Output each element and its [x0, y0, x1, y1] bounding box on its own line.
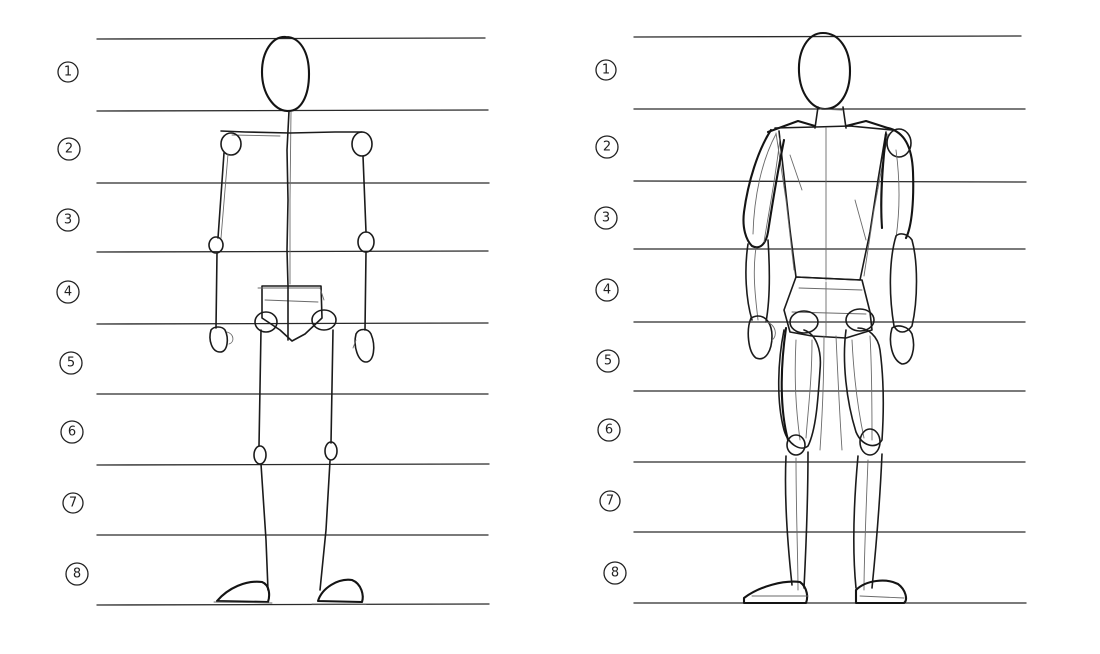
mannequin-right-thigh: [844, 328, 883, 446]
left-panel: 1 2 3 4 5 6 7 8: [57, 37, 489, 605]
left-knee-joint: [254, 446, 266, 464]
right-unit-number: 4: [603, 283, 611, 298]
mannequin-drawing: [743, 33, 916, 603]
mannequin-pelvis: [784, 277, 872, 338]
right-unit-marker: 8: [604, 562, 626, 584]
left-foot: [217, 582, 269, 602]
left-guide-lines: [97, 38, 489, 605]
left-unit-marker: 6: [61, 421, 83, 443]
right-foot: [318, 580, 363, 602]
right-unit-number: 6: [605, 423, 613, 438]
right-unit-number: 7: [606, 494, 614, 509]
right-unit-number: 3: [602, 211, 610, 226]
right-knee-joint: [325, 442, 337, 460]
stick-head: [262, 37, 309, 111]
right-elbow-joint: [358, 232, 374, 252]
mannequin-right-shin: [854, 454, 882, 588]
left-unit-marker: 1: [58, 62, 78, 82]
left-unit-markers: 1 2 3 4 5 6 7 8: [57, 62, 88, 585]
right-unit-number: 8: [611, 566, 619, 581]
left-unit-number: 8: [73, 567, 81, 582]
right-hip-joint: [312, 310, 336, 330]
left-unit-marker: 2: [58, 138, 80, 160]
left-hand: [210, 327, 227, 352]
right-unit-marker: 4: [596, 279, 618, 301]
left-unit-number: 3: [64, 213, 72, 228]
left-unit-marker: 5: [60, 352, 82, 374]
left-unit-number: 5: [67, 356, 75, 371]
left-unit-marker: 3: [57, 209, 79, 231]
mannequin-left-forearm: [746, 240, 769, 322]
right-unit-number: 2: [603, 140, 611, 155]
stick-shoulder-line: [221, 131, 362, 133]
mannequin-torso: [779, 131, 886, 280]
mannequin-head: [799, 33, 850, 109]
left-unit-number: 7: [69, 496, 77, 511]
right-unit-marker: 1: [596, 60, 616, 80]
mannequin-right-foot: [856, 581, 906, 603]
left-unit-marker: 7: [63, 493, 83, 513]
left-unit-marker: 8: [66, 563, 88, 585]
right-unit-number: 1: [602, 63, 610, 78]
right-unit-number: 5: [604, 354, 612, 369]
stick-figure-drawing: [209, 37, 374, 604]
right-guide-lines: [634, 36, 1026, 603]
left-unit-marker: 4: [57, 281, 79, 303]
mannequin-left-knee: [787, 435, 805, 455]
left-unit-number: 4: [64, 285, 72, 300]
right-unit-marker: 5: [597, 350, 619, 372]
left-unit-number: 6: [68, 425, 76, 440]
right-panel: 1 2 3 4 5 6 7 8: [595, 33, 1026, 603]
right-shoulder-joint: [352, 132, 372, 156]
right-unit-marker: 7: [600, 491, 620, 511]
right-unit-marker: 2: [596, 136, 618, 158]
stick-spine: [287, 111, 289, 286]
mannequin-neck: [815, 107, 818, 128]
right-unit-marker: 6: [598, 419, 620, 441]
left-elbow-joint: [209, 237, 223, 253]
right-unit-markers: 1 2 3 4 5 6 7 8: [595, 60, 626, 584]
right-unit-marker: 3: [595, 207, 617, 229]
left-unit-number: 2: [65, 142, 73, 157]
left-hip-joint: [255, 312, 277, 332]
left-unit-number: 1: [64, 65, 72, 80]
left-shoulder-joint: [221, 133, 241, 155]
right-hand: [355, 330, 374, 363]
